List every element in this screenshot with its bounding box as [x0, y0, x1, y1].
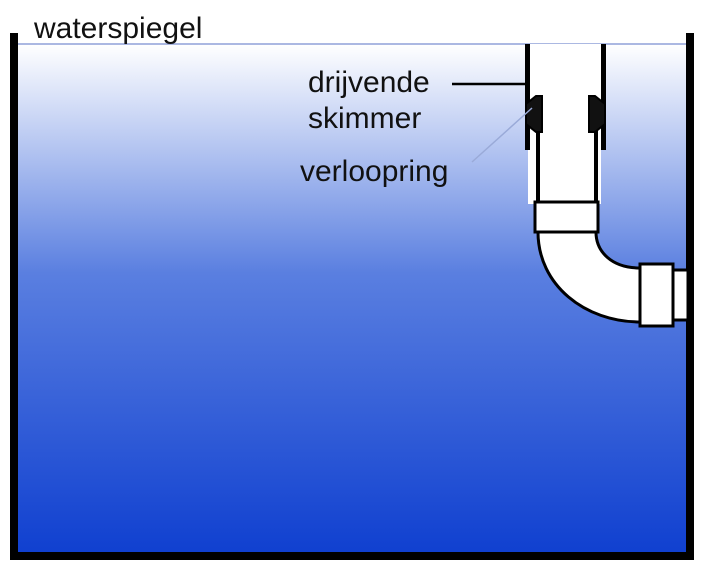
label-floating-skimmer-line1: drijvende: [308, 66, 430, 99]
reducer-ring-left: [525, 95, 543, 133]
reducer-ring-right: [588, 95, 606, 133]
pipe-coupler-horizontal: [638, 262, 675, 328]
skimmer-wall-right: [601, 44, 606, 150]
tank-wall: [10, 33, 694, 560]
skimmer-wall-left: [525, 44, 530, 150]
pipe-coupler-vertical: [533, 200, 600, 234]
label-water-level: waterspiegel: [33, 12, 202, 45]
label-floating-skimmer-line2: skimmer: [308, 102, 421, 135]
label-reducer-ring: verloopring: [300, 155, 448, 188]
leader-line-reducer: [471, 107, 533, 163]
